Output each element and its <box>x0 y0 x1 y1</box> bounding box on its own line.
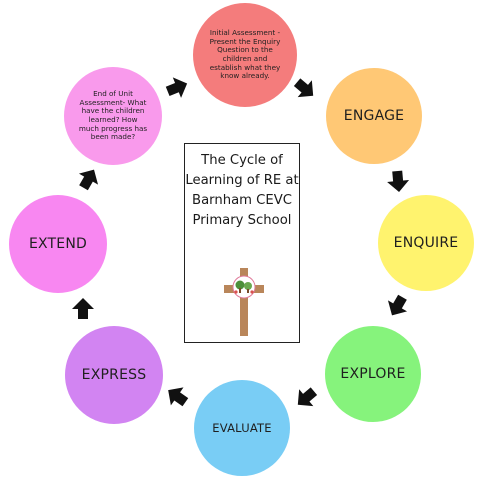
end-of-unit-assessment-label: End of Unit Assessment- What have the ch… <box>78 89 148 142</box>
cross-logo-icon <box>224 268 264 336</box>
arrow-extend-to-end <box>73 164 104 194</box>
express-node: EXPRESS <box>65 326 163 424</box>
extend-node: EXTEND <box>9 195 107 293</box>
arrow-end-to-initial <box>163 73 192 102</box>
arrow-engage-to-enquire <box>386 170 411 193</box>
arrow-express-to-extend <box>72 298 94 319</box>
arrow-initial-to-engage <box>290 73 321 105</box>
arrow-evaluate-to-express <box>161 381 192 412</box>
arrow-explore-to-evaluate <box>290 382 321 414</box>
engage-node: ENGAGE <box>326 68 422 164</box>
initial-assessment-node: Initial Assessment - Present the Enquiry… <box>193 3 297 107</box>
engage-label: ENGAGE <box>343 108 405 124</box>
explore-node: EXPLORE <box>325 326 421 422</box>
evaluate-node: EVALUATE <box>194 380 290 476</box>
express-label: EXPRESS <box>81 367 147 383</box>
arrow-enquire-to-explore <box>382 291 413 321</box>
enquire-label: ENQUIRE <box>393 235 459 251</box>
evaluate-label: EVALUATE <box>212 421 272 435</box>
initial-assessment-label: Initial Assessment - Present the Enquiry… <box>209 28 281 81</box>
end-of-unit-assessment-node: End of Unit Assessment- What have the ch… <box>64 67 162 165</box>
enquire-node: ENQUIRE <box>378 195 474 291</box>
extend-label: EXTEND <box>28 236 88 252</box>
center-title-box: The Cycle of Learning of RE at Barnham C… <box>184 143 300 343</box>
explore-label: EXPLORE <box>340 366 406 382</box>
diagram-title: The Cycle of Learning of RE at Barnham C… <box>185 153 299 228</box>
